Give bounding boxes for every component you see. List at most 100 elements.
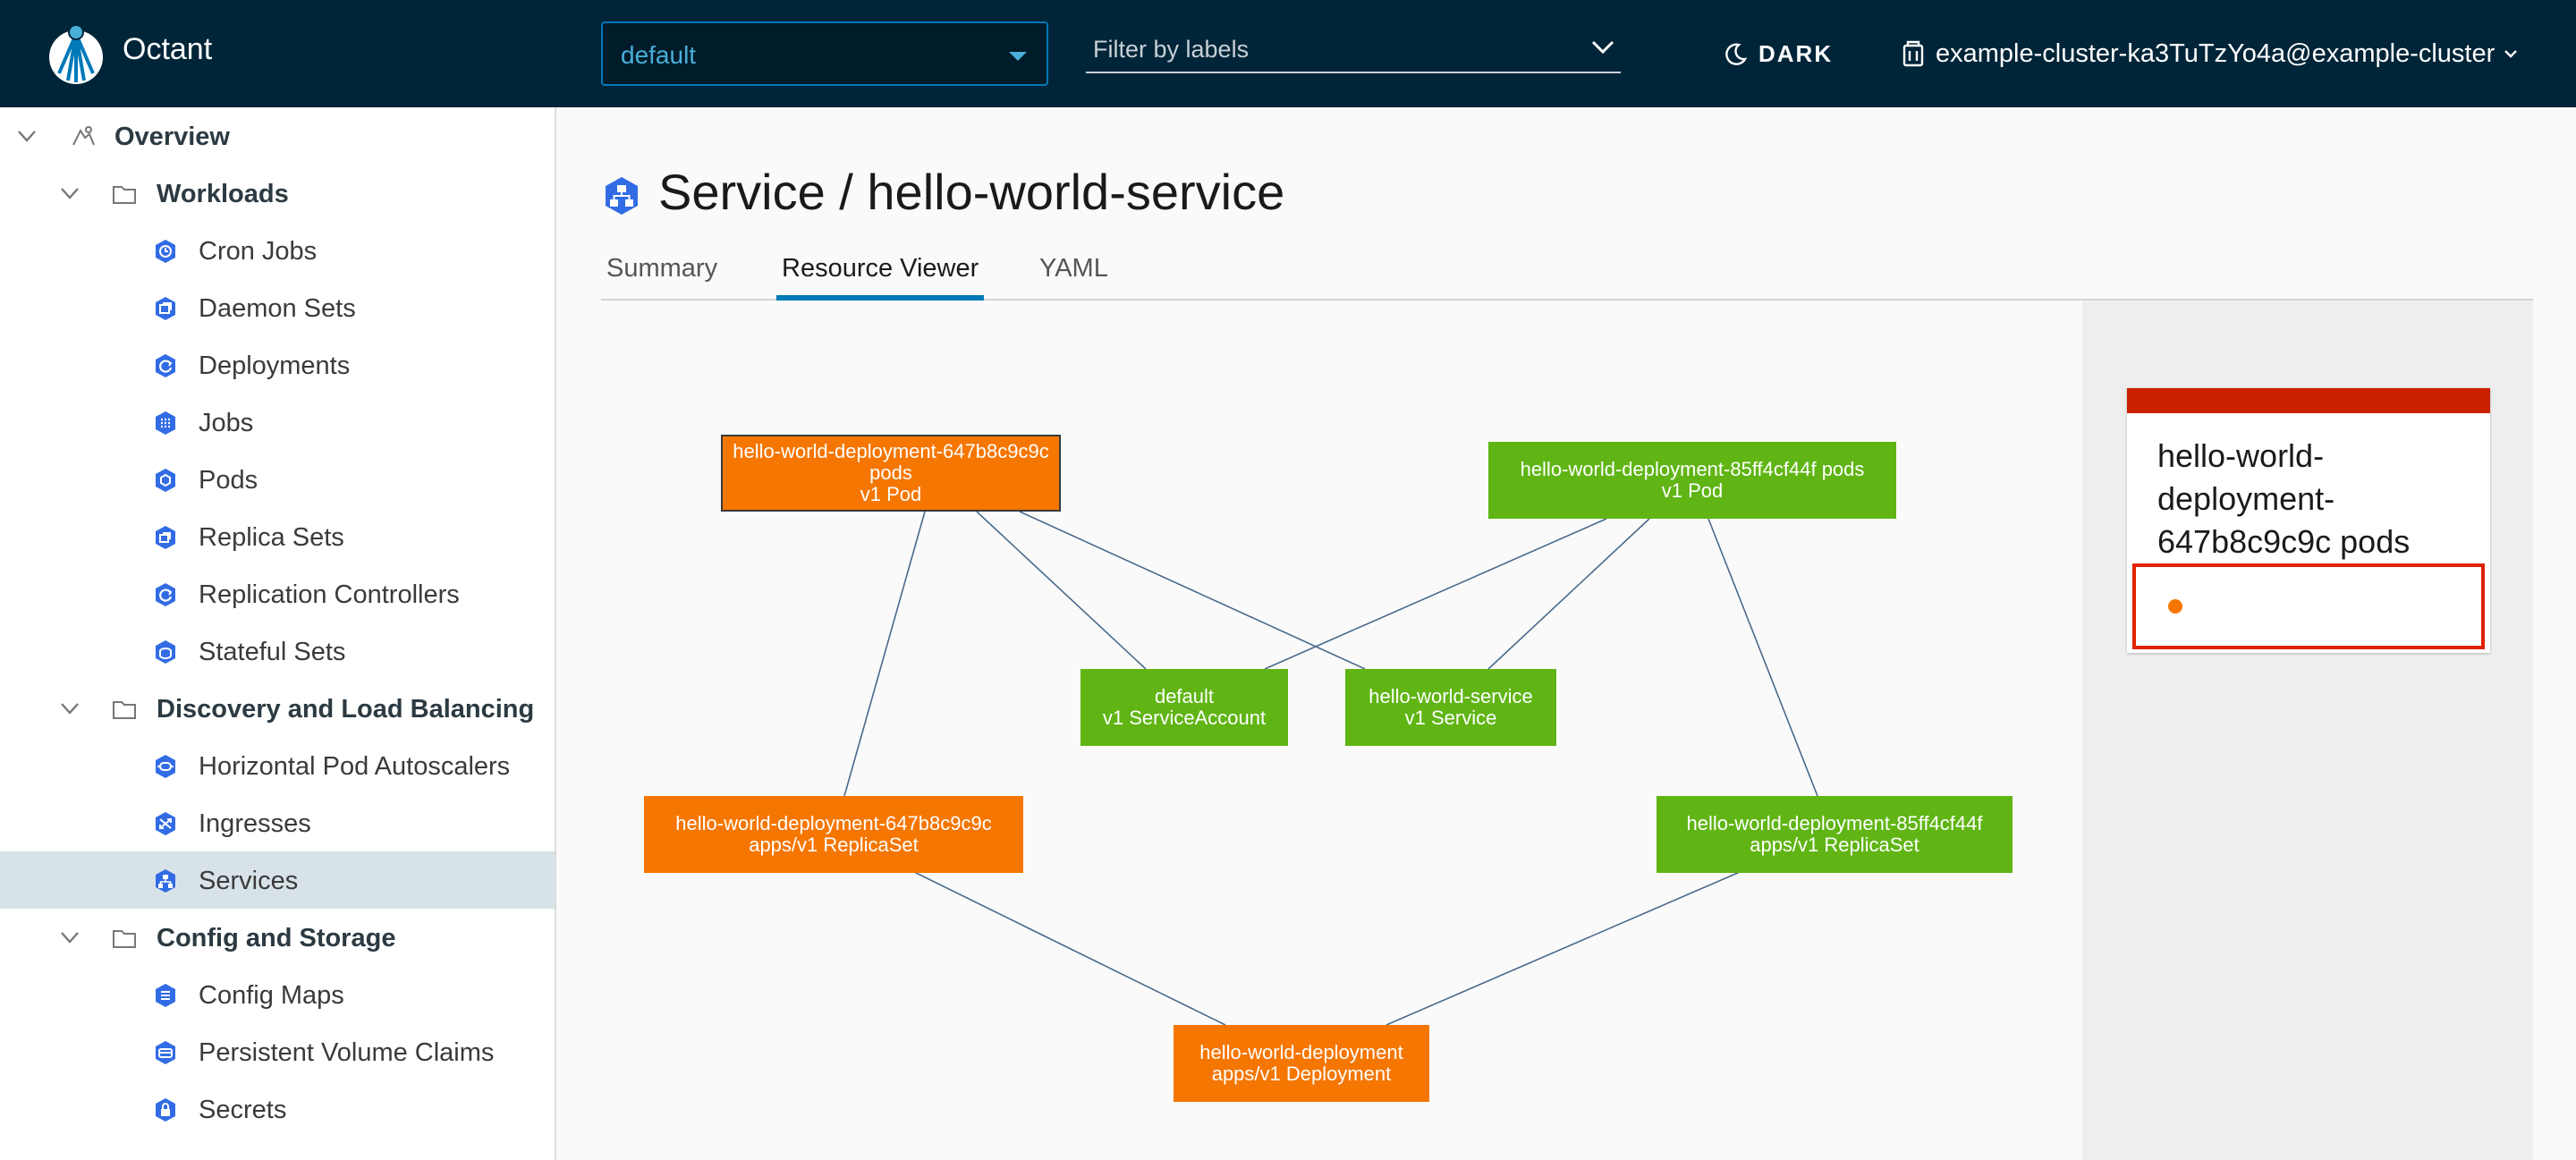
overview-icon (72, 126, 95, 146)
configmap-icon (156, 984, 175, 1007)
sidebar-item-label: Stateful Sets (199, 638, 346, 666)
pvc-icon (156, 1041, 175, 1064)
sidebar-section-discovery[interactable]: Discovery and Load Balancing (0, 680, 555, 737)
page-title: Service / hello-world-service (658, 164, 1285, 220)
app-name: Octant (123, 32, 213, 66)
sidebar-section-config[interactable]: Config and Storage (0, 909, 555, 966)
edge (1264, 518, 1607, 670)
resource-name: hello-world-deployment-647b8c9c9c pods (2157, 437, 2411, 560)
replication-controller-icon (156, 583, 175, 606)
status-area[interactable] (2132, 563, 2485, 649)
sidebar-item-stateful-sets[interactable]: Stateful Sets (0, 622, 555, 680)
theme-toggle-button[interactable]: DARK (1724, 36, 1833, 72)
sidebar-item-label: Replica Sets (199, 523, 344, 552)
sidebar-item-overview[interactable]: Overview (0, 107, 555, 165)
node-name: hello-world-deployment (1199, 1041, 1403, 1063)
node-name: hello-world-deployment-85ff4cf44f pods (1520, 458, 1865, 480)
tab-resource-viewer[interactable]: Resource Viewer (776, 254, 985, 301)
sidebar-item-services[interactable]: Services (0, 851, 555, 909)
chevron-down-icon[interactable] (59, 184, 80, 202)
cluster-icon (1902, 40, 1924, 67)
chevron-down-icon[interactable] (59, 928, 80, 946)
sidebar-item-label: Ingresses (199, 809, 311, 838)
sidebar-item-deployments[interactable]: Deployments (0, 336, 555, 394)
sidebar-item-config-maps[interactable]: Config Maps (0, 966, 555, 1023)
edge (843, 511, 926, 797)
node-name: hello-world-deployment-85ff4cf44f (1686, 812, 1983, 834)
hpa-icon (156, 755, 175, 778)
node-name: default (1154, 685, 1215, 707)
tab-summary[interactable]: Summary (606, 254, 718, 283)
pod-icon (156, 469, 175, 492)
deployment-icon (156, 354, 175, 377)
sidebar-item-label: Cron Jobs (199, 237, 318, 266)
sidebar-item-replication-controllers[interactable]: Replication Controllers (0, 565, 555, 622)
context-name: example-cluster-ka3TuTzYo4a@example-clus… (1936, 38, 2496, 68)
node-kind: v1 Pod (1661, 479, 1724, 502)
edge (1385, 868, 1747, 1026)
theme-label: DARK (1758, 39, 1834, 67)
node-kind: apps/v1 Deployment (1211, 1063, 1392, 1085)
label-filter-input[interactable] (1093, 36, 1558, 64)
edge (976, 511, 1147, 670)
sidebar-item-label: Horizontal Pod Autoscalers (199, 752, 511, 781)
node-kind: v1 Pod (860, 483, 922, 505)
sidebar-section-workloads[interactable]: Workloads (0, 165, 555, 222)
cronjob-icon (156, 240, 175, 263)
top-header: Octant default DARK example-cluster-ka3T… (0, 0, 2576, 107)
tab-yaml[interactable]: YAML (1039, 254, 1108, 283)
caret-down-icon (1009, 52, 1027, 61)
sidebar-item-ingresses[interactable]: Ingresses (0, 794, 555, 851)
edge (1487, 518, 1650, 670)
service-icon (156, 869, 175, 893)
statefulset-icon (156, 640, 175, 664)
label-filter[interactable] (1086, 27, 1621, 73)
sidebar-item-label: Pods (199, 466, 258, 495)
node-kind: v1 ServiceAccount (1102, 707, 1267, 729)
sidebar-item-cron-jobs[interactable]: Cron Jobs (0, 222, 555, 279)
chevron-down-icon[interactable] (16, 127, 38, 145)
sidebar-item-jobs[interactable]: Jobs (0, 394, 555, 451)
node-name: hello-world-deployment-647b8c9c9c pods (733, 440, 1049, 484)
folder-icon (113, 930, 136, 948)
context-selector[interactable]: example-cluster-ka3TuTzYo4a@example-clus… (1900, 34, 2518, 73)
sidebar-item-daemon-sets[interactable]: Daemon Sets (0, 279, 555, 336)
status-bar (2127, 388, 2490, 413)
folder-icon (113, 701, 136, 719)
octant-logo-icon[interactable] (47, 21, 106, 86)
resource-detail-card: hello-world-deployment-647b8c9c9c pods (2127, 388, 2490, 653)
sidebar-item-pvc[interactable]: Persistent Volume Claims (0, 1023, 555, 1080)
tab-bar: Summary Resource Viewer YAML (601, 243, 2533, 301)
namespace-value: default (621, 41, 697, 69)
folder-icon (113, 186, 136, 204)
sidebar-item-label: Jobs (199, 409, 254, 437)
sidebar-section-label: Config and Storage (157, 924, 396, 953)
sidebar-item-hpa[interactable]: Horizontal Pod Autoscalers (0, 737, 555, 794)
edge (1019, 511, 1366, 670)
namespace-select[interactable]: default (601, 21, 1048, 86)
sidebar-item-label: Services (199, 867, 299, 895)
sidebar-item-label: Deployments (199, 351, 351, 380)
sidebar-item-label: Persistent Volume Claims (199, 1038, 495, 1067)
sidebar-item-label: Overview (114, 123, 230, 151)
sidebar-section-label: Discovery and Load Balancing (157, 695, 535, 724)
sidebar-item-replica-sets[interactable]: Replica Sets (0, 508, 555, 565)
chevron-down-icon (2504, 50, 2518, 58)
node-name: hello-world-deployment-647b8c9c9c (675, 812, 992, 834)
sidebar-item-pods[interactable]: Pods (0, 451, 555, 508)
status-dot-icon (2168, 599, 2182, 614)
chevron-down-icon[interactable] (1590, 38, 1615, 55)
chevron-down-icon[interactable] (59, 699, 80, 717)
node-kind: apps/v1 ReplicaSet (749, 834, 919, 856)
sidebar-item-secrets[interactable]: Secrets (0, 1080, 555, 1138)
node-kind: apps/v1 ReplicaSet (1750, 834, 1919, 856)
job-icon (156, 411, 175, 435)
